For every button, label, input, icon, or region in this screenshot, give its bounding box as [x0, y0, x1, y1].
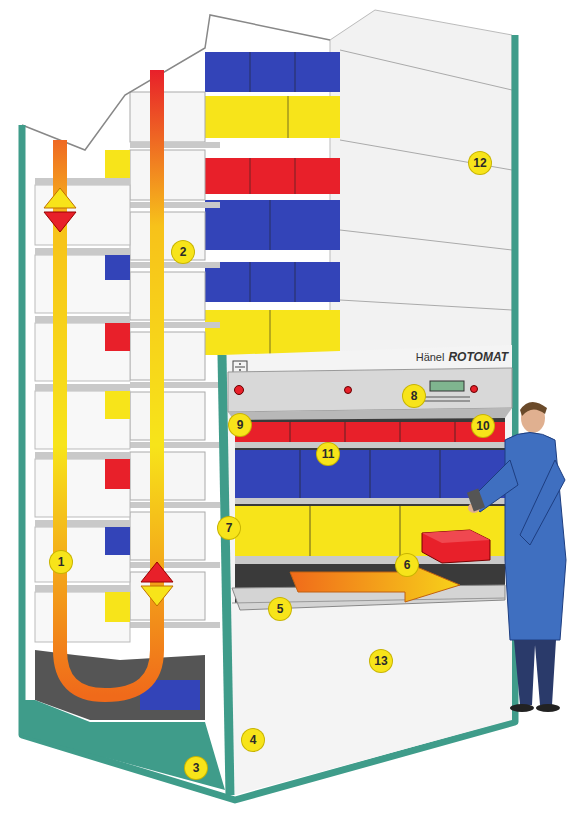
- callout-number: 13: [370, 650, 392, 672]
- callout-number: 2: [172, 241, 194, 263]
- brand-label: ROTOMAT: [448, 351, 508, 363]
- callout-number: 4: [242, 729, 264, 751]
- callout-text: 7: [226, 522, 233, 534]
- callout-number: 7: [218, 517, 240, 539]
- callout-number: 12: [469, 152, 491, 174]
- callout-text: 2: [180, 246, 187, 258]
- callout-number: 1: [50, 551, 72, 573]
- callout-number: 6: [396, 554, 418, 576]
- callout-text: 13: [374, 655, 387, 667]
- callout-number: 8: [403, 385, 425, 407]
- callout-text: 4: [250, 734, 257, 746]
- callout-number: 3: [185, 757, 207, 779]
- callout-text: 11: [322, 448, 335, 460]
- brand-label: Hänel: [416, 352, 445, 363]
- callout-text: 6: [404, 559, 411, 571]
- callout-text: 8: [411, 390, 418, 402]
- callout-text: 1: [58, 556, 65, 568]
- callout-number: 11: [317, 443, 339, 465]
- callout-text: 9: [237, 419, 244, 431]
- callout-text: 10: [476, 420, 489, 432]
- callout-text: 3: [193, 762, 200, 774]
- callout-number: 5: [269, 598, 291, 620]
- callout-text: 12: [473, 157, 486, 169]
- callout-text: 5: [277, 603, 284, 615]
- callout-number: 9: [229, 414, 251, 436]
- callout-number: 10: [472, 415, 494, 437]
